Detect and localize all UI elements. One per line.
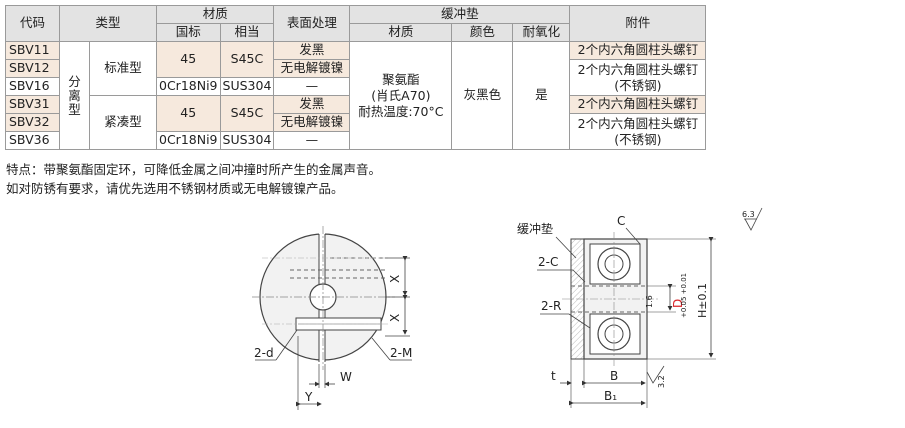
cell-surface-none: — — [273, 131, 351, 150]
label-y: Y — [304, 390, 313, 404]
roughness-small: 1.6 — [645, 295, 654, 308]
label-w: W — [340, 370, 352, 384]
header-surface: 表面处理 — [273, 5, 351, 42]
label-2m: 2-M — [390, 346, 412, 360]
label-c: C — [617, 214, 625, 228]
cell-accessory: 2个内六角圆柱头螺钉 — [569, 95, 707, 114]
cushion-material-line: 耐热温度:70°C — [358, 103, 444, 119]
spec-table: 代码 类型 材质 表面处理 缓冲垫 附件 国标 相当 材质 颜色 耐氧化 SBV… — [5, 5, 707, 150]
collar-front-view: X X 2-d 2-M W Y — [252, 226, 412, 410]
header-type: 类型 — [59, 5, 157, 42]
cell-surface-nickel: 无电解镀镍 — [273, 59, 351, 78]
accessory-line: 2个内六角圆柱头螺钉 — [577, 61, 699, 77]
dim-x1-label: X — [388, 275, 402, 283]
label-2c: 2-C — [538, 255, 558, 269]
cushion-material-line: (肖氏A70) — [371, 87, 431, 103]
cushion-material-line: 聚氨酯 — [382, 71, 420, 87]
cell-material-45: 45 — [156, 41, 221, 78]
label-cushion: 缓冲垫 — [517, 221, 553, 236]
cell-code: SBV36 — [5, 131, 60, 150]
cell-split-type: 分离型 — [59, 41, 90, 150]
roughness-top: 6.3 — [742, 210, 755, 219]
cell-cushion-material: 聚氨酯 (肖氏A70) 耐热温度:70°C — [349, 41, 453, 150]
label-d: D — [671, 299, 685, 308]
cell-material-s45c: S45C — [219, 41, 275, 78]
cell-accessory-stainless: 2个内六角圆柱头螺钉 (不锈钢) — [569, 113, 707, 150]
label-b1: B₁ — [604, 389, 617, 403]
label-2r: 2-R — [541, 299, 561, 313]
notes: 特点：带聚氨酯固定环，可降低金属之间冲撞时所产生的金属声音。 如对防锈有要求，请… — [6, 160, 381, 198]
cell-standard-type: 标准型 — [89, 41, 157, 96]
cell-material-stainless-gb: 0Cr18Ni9 — [156, 131, 221, 150]
roughness-top-icon — [744, 207, 763, 231]
label-t: t — [551, 369, 556, 383]
accessory-line: (不锈钢) — [614, 77, 662, 93]
header-accessory: 附件 — [569, 5, 707, 42]
header-code: 代码 — [5, 5, 60, 42]
split-type-label: 分离型 — [68, 73, 81, 117]
cell-code: SBV32 — [5, 113, 60, 132]
label-d-tol: +0.05 +0.01 — [680, 273, 688, 318]
cell-material-s45c: S45C — [219, 95, 275, 132]
label-b: B — [610, 369, 618, 383]
header-material-eq: 相当 — [219, 23, 275, 42]
header-material: 材质 — [155, 5, 275, 24]
collar-side-view: 6.3 C 缓冲垫 2-C 2-R 1.6 D +0.05 +0.01 H±0.… — [517, 207, 763, 408]
cell-accessory-stainless: 2个内六角圆柱头螺钉 (不锈钢) — [569, 59, 707, 96]
cell-surface-nickel: 无电解镀镍 — [273, 113, 351, 132]
roughness-bottom: 3.2 — [657, 375, 666, 388]
cell-compact-type: 紧凑型 — [89, 95, 157, 150]
cell-material-45: 45 — [156, 95, 221, 132]
header-material-gb: 国标 — [156, 23, 221, 42]
cell-accessory: 2个内六角圆柱头螺钉 — [569, 41, 707, 60]
label-h: H±0.1 — [696, 283, 709, 318]
header-cushion-oxidation: 耐氧化 — [512, 23, 571, 42]
label-2d: 2-d — [254, 346, 274, 360]
cell-cushion-color: 灰黑色 — [451, 41, 514, 150]
cell-material-stainless-eq: SUS304 — [219, 131, 275, 150]
dim-x2-label: X — [388, 314, 402, 322]
header-cushion: 缓冲垫 — [349, 5, 571, 24]
accessory-line: (不锈钢) — [614, 131, 662, 147]
note-line: 如对防锈有要求，请优先选用不锈钢材质或无电解镀镍产品。 — [6, 181, 344, 196]
roughness-bottom-icon — [646, 365, 665, 384]
accessory-line: 2个内六角圆柱头螺钉 — [577, 115, 699, 131]
note-line: 特点：带聚氨酯固定环，可降低金属之间冲撞时所产生的金属声音。 — [6, 162, 382, 177]
